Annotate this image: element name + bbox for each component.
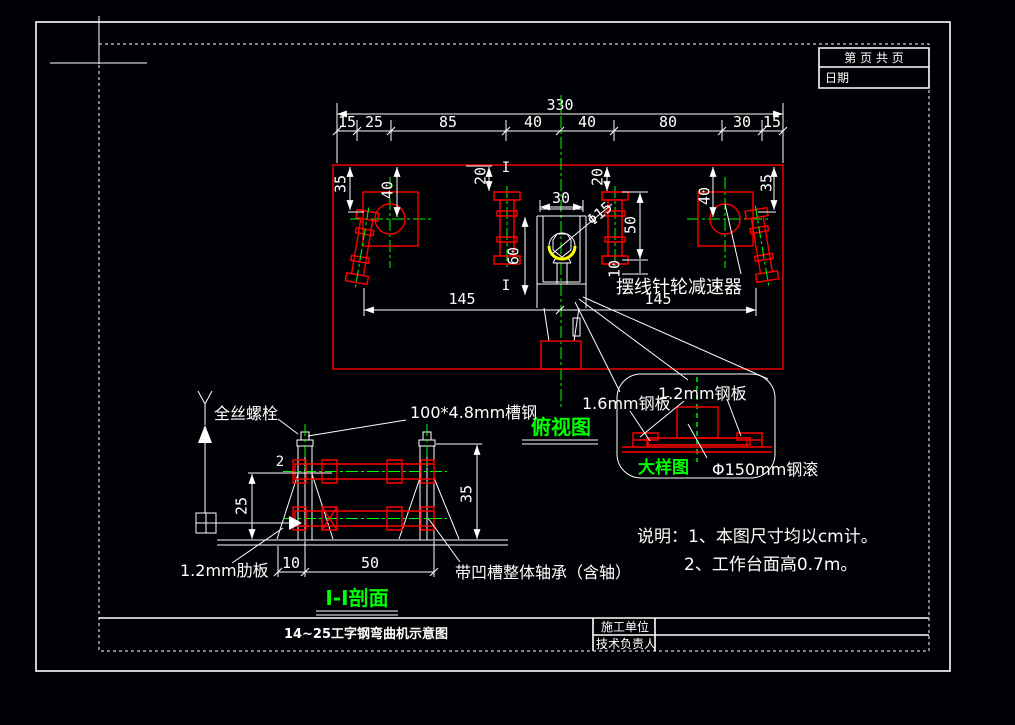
centerlines xyxy=(350,95,769,407)
dim-145-right: 145 xyxy=(644,290,671,308)
title-block: 14~25工字钢弯曲机示意图 施工单位 技术负责人 xyxy=(99,617,929,651)
chain-40a: 40 xyxy=(524,113,542,131)
tech-label: 技术负责人 xyxy=(596,637,656,651)
bearing-housing xyxy=(536,208,587,370)
mount-plate xyxy=(697,191,754,247)
upper-shaft xyxy=(292,459,435,484)
dim-2: 2 xyxy=(276,454,284,470)
date-label: 日期 xyxy=(825,71,849,85)
dim-20-right: 20 xyxy=(589,168,607,186)
shaft-hole xyxy=(374,203,406,235)
detail-view: 1.6mm钢板 1.2mm钢板 Φ150mm钢滚 大样图 xyxy=(582,373,818,479)
dim-330: 330 xyxy=(546,96,573,114)
roller-label: Φ150mm钢滚 xyxy=(712,460,818,479)
channel-label: 100*4.8mm槽钢 xyxy=(410,403,537,422)
dim-ticks-chain xyxy=(332,126,788,136)
slant-brace-left xyxy=(344,207,380,288)
inner-border xyxy=(98,43,930,652)
phi15-leader xyxy=(551,203,613,255)
dim-30: 30 xyxy=(552,189,570,207)
shaft-hex xyxy=(552,233,572,258)
base-block xyxy=(540,340,582,370)
datum-symbol xyxy=(195,390,289,534)
section-dimensions: 25 2 35 10 50 xyxy=(233,443,482,577)
dim-ext-outer xyxy=(336,103,784,163)
dim-40-left: 40 xyxy=(379,181,397,199)
dim-35-right: 35 xyxy=(758,174,776,192)
dim-145-left: 145 xyxy=(448,290,475,308)
dim-50: 50 xyxy=(622,216,640,234)
note-line1: 说明：1、本图尺寸均以cm计。 xyxy=(637,527,878,547)
dim-60: 60 xyxy=(505,247,523,265)
detail-view-label: 大样图 xyxy=(638,457,689,478)
note-line2: 2、工作台面高0.7m。 xyxy=(684,555,857,575)
pages-label: 第 页 共 页 xyxy=(844,51,903,65)
top-view-label: 俯视图 xyxy=(531,415,591,439)
detail-plates xyxy=(622,432,772,453)
chain-30: 30 xyxy=(733,113,751,131)
channel-column-left xyxy=(493,191,521,265)
dim-phi15: Φ15 xyxy=(584,198,616,229)
chain-40b: 40 xyxy=(578,113,596,131)
rib-label: 1.2mm肋板 xyxy=(180,561,269,580)
slant-brace-right xyxy=(744,205,780,286)
sheet-frame xyxy=(35,16,951,672)
header-table: 第 页 共 页 日期 xyxy=(818,47,930,89)
drawing-title: 14~25工字钢弯曲机示意图 xyxy=(284,626,448,642)
section-mark-bottom: I xyxy=(502,278,510,294)
bolt-label: 全丝螺栓 xyxy=(214,404,278,423)
dim-20-left: 20 xyxy=(472,167,490,185)
section-centerlines xyxy=(283,424,447,519)
section-view-label: I-I剖面 xyxy=(325,586,388,610)
org-label: 施工单位 xyxy=(601,619,649,634)
section-view: 25 2 35 10 50 全丝螺栓 100*4.8mm槽钢 1.2mm肋板 带… xyxy=(180,390,631,616)
dim-25: 25 xyxy=(233,497,251,515)
notes: 说明：1、本图尺寸均以cm计。 2、工作台面高0.7m。 xyxy=(637,527,878,575)
bolts xyxy=(296,431,436,447)
bearing-label: 带凹槽整体轴承（含轴） xyxy=(455,563,631,582)
dim-35-left: 35 xyxy=(332,175,350,193)
dim-10-section: 10 xyxy=(282,554,300,572)
centering-mark xyxy=(50,16,147,64)
channel-column-right xyxy=(601,191,629,265)
level-arrow-right xyxy=(289,516,302,530)
top-view-label-underline xyxy=(522,439,598,445)
outer-border xyxy=(35,21,951,672)
section-mark-top: I xyxy=(502,160,510,176)
chain-15a: 15 xyxy=(338,113,356,131)
header-table-lines xyxy=(818,47,930,89)
detail-bubble xyxy=(616,373,776,479)
dim-40-right: 40 xyxy=(696,187,714,205)
detail-leaders xyxy=(629,398,742,459)
plate-leaders xyxy=(574,296,769,393)
dim-10: 10 xyxy=(606,260,624,278)
section-leaders xyxy=(231,418,461,564)
title-block-lines xyxy=(99,617,929,651)
plate-12-label: 1.2mm钢板 xyxy=(658,384,747,403)
top-dimension-chain: 330 15 25 85 40 40 80 30 15 xyxy=(332,96,788,163)
reducer-leader xyxy=(724,203,742,275)
reducer-label: 摆线针轮减速器 xyxy=(616,277,742,298)
chain-15b: 15 xyxy=(763,113,781,131)
dim-35-section: 35 xyxy=(458,485,476,503)
chain-25: 25 xyxy=(365,113,383,131)
datum-arrow-up xyxy=(198,425,212,443)
roller-seat-highlight xyxy=(547,245,577,261)
chain-85: 85 xyxy=(439,113,457,131)
plate-16-label: 1.6mm钢板 xyxy=(582,394,671,413)
section-label-underline xyxy=(316,610,398,616)
chain-80: 80 xyxy=(659,113,677,131)
dim-50-section: 50 xyxy=(361,554,379,572)
